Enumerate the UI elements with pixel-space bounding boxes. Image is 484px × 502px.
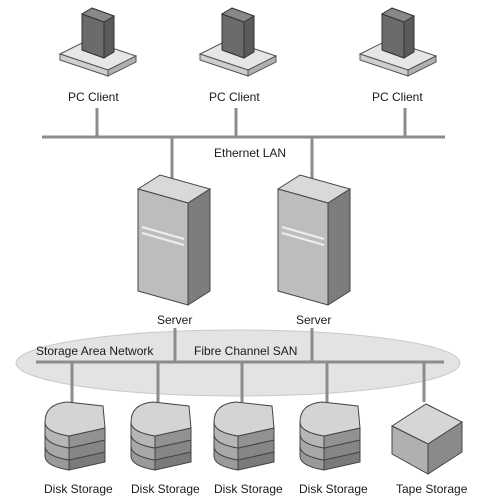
storage-label-1: Disk Storage bbox=[44, 482, 113, 496]
storage-label-4: Disk Storage bbox=[299, 482, 368, 496]
pc-client-1 bbox=[58, 7, 138, 77]
storage-label-2: Disk Storage bbox=[131, 482, 200, 496]
disk-storage-2 bbox=[130, 401, 192, 471]
disk-storage-4 bbox=[299, 401, 361, 471]
disk-storage-icon bbox=[44, 401, 106, 471]
san-label: Storage Area Network bbox=[36, 344, 154, 358]
tape-storage-icon bbox=[390, 403, 464, 475]
lan-bus bbox=[42, 108, 445, 182]
storage-label-5: Tape Storage bbox=[396, 482, 468, 496]
server-icon bbox=[276, 174, 352, 306]
storage-label-3: Disk Storage bbox=[214, 482, 283, 496]
disk-storage-3 bbox=[213, 401, 275, 471]
disk-storage-icon bbox=[213, 401, 275, 471]
pc-client-3 bbox=[358, 7, 438, 77]
pc-client-icon bbox=[198, 7, 278, 77]
san-bus-label: Fibre Channel SAN bbox=[194, 344, 297, 358]
server-icon bbox=[136, 174, 212, 306]
tape-storage bbox=[390, 403, 464, 475]
server-2 bbox=[276, 174, 352, 306]
san-bus bbox=[36, 360, 444, 402]
server-1 bbox=[136, 174, 212, 306]
pc-client-label-1: PC Client bbox=[68, 90, 119, 104]
pc-client-icon bbox=[358, 7, 438, 77]
lan-label: Ethernet LAN bbox=[214, 146, 286, 160]
pc-client-label-2: PC Client bbox=[209, 90, 260, 104]
server-label-1: Server bbox=[157, 313, 192, 327]
pc-client-label-3: PC Client bbox=[372, 90, 423, 104]
disk-storage-icon bbox=[130, 401, 192, 471]
pc-client-2 bbox=[198, 7, 278, 77]
server-san-links bbox=[173, 328, 314, 362]
disk-storage-1 bbox=[44, 401, 106, 471]
server-label-2: Server bbox=[296, 313, 331, 327]
pc-client-icon bbox=[58, 7, 138, 77]
disk-storage-icon bbox=[299, 401, 361, 471]
